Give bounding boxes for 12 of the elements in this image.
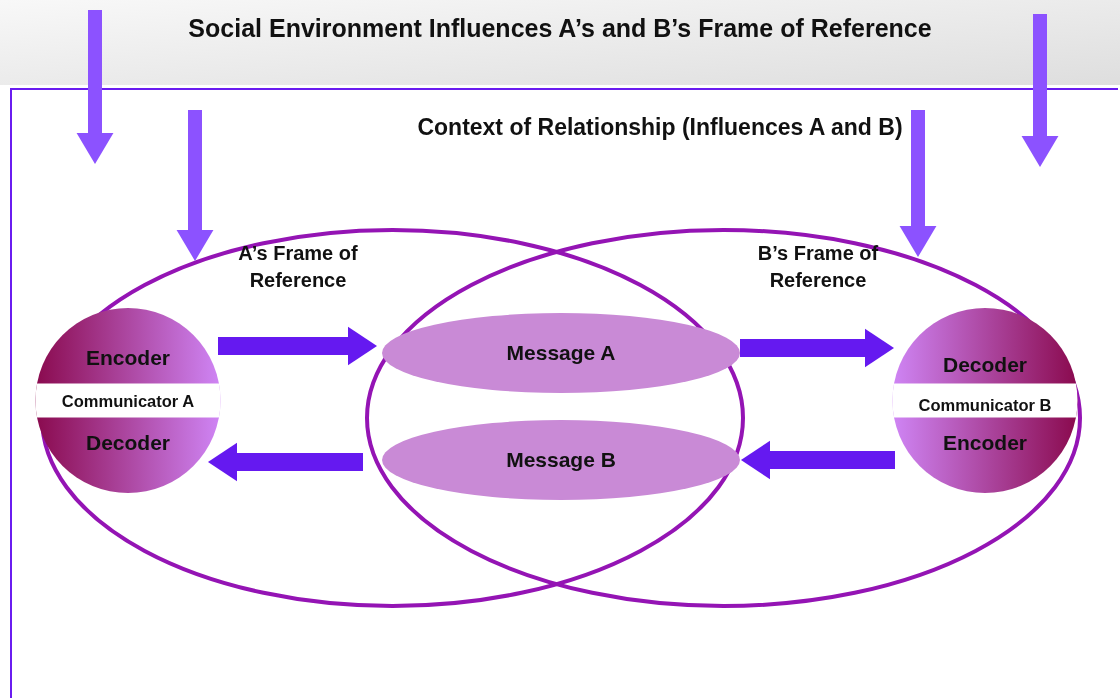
role-label: Decoder (942, 352, 1028, 378)
communicator-label: Communicator A (60, 391, 196, 412)
message-label: Message B (505, 447, 617, 473)
frame-label: B’s Frame of Reference (756, 241, 880, 293)
context-heading: Context of Relationship (Influences A and B) (416, 113, 904, 142)
band-heading: Social Environment Influences A’s and B’s Frame of Reference (187, 13, 933, 44)
role-label: Decoder (85, 430, 171, 456)
role-label: Encoder (85, 345, 171, 371)
message-label: Message A (505, 340, 617, 366)
communicator-label: Communicator B (917, 395, 1053, 416)
frame-label: A’s Frame of Reference (237, 241, 359, 293)
role-label: Encoder (942, 430, 1028, 456)
